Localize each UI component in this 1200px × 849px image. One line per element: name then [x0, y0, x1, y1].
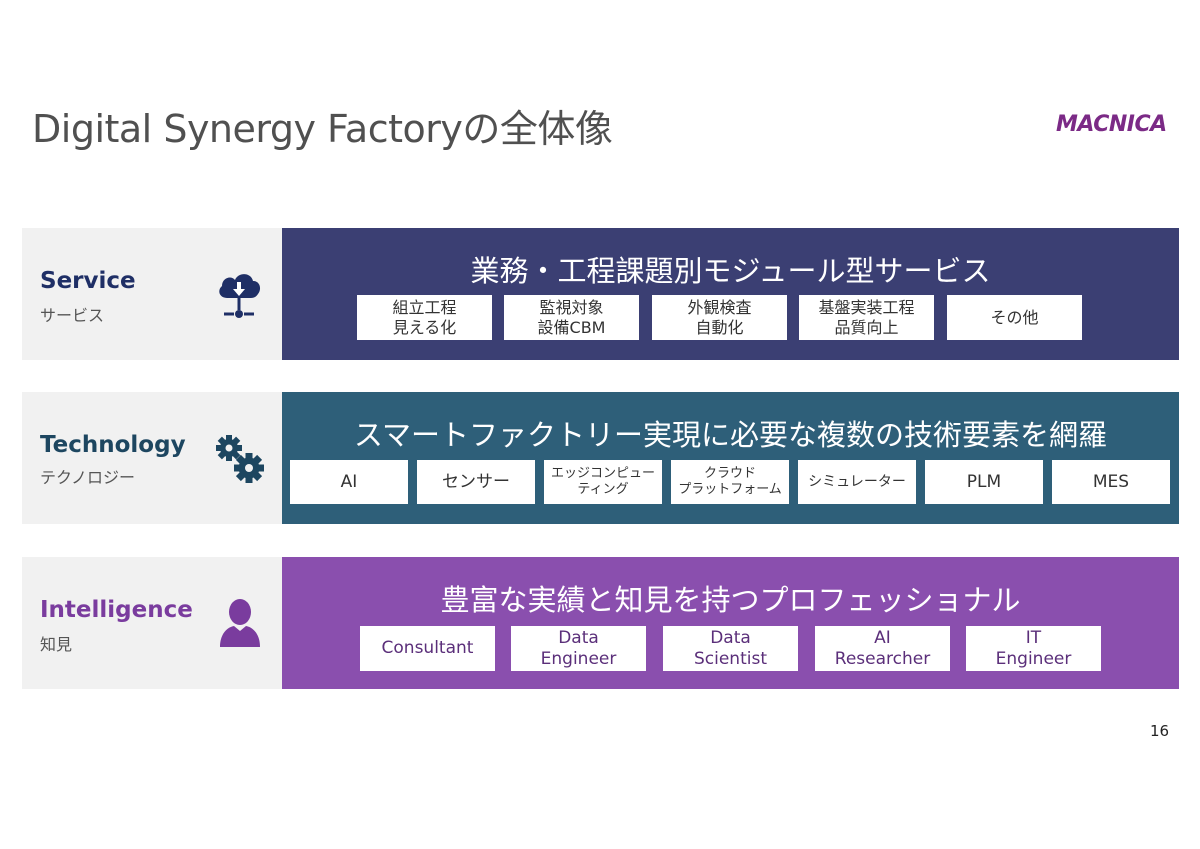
service-name: Service	[40, 268, 136, 294]
person-icon	[220, 599, 260, 647]
intelligence-item: AI Researcher	[815, 626, 950, 671]
technology-item: センサー	[417, 460, 535, 504]
service-item: その他	[947, 295, 1082, 340]
page-title: Digital Synergy Factoryの全体像	[32, 107, 613, 151]
service-sub: サービス	[40, 306, 105, 325]
service-item: 基盤実装工程 品質向上	[799, 295, 934, 340]
intelligence-label-panel: Intelligence 知見	[22, 557, 282, 689]
intelligence-item: Data Scientist	[663, 626, 798, 671]
technology-item: シミュレーター	[798, 460, 916, 504]
intelligence-item: IT Engineer	[966, 626, 1101, 671]
technology-name: Technology	[40, 432, 186, 458]
technology-band: Technology テクノロジー スマートファクトリー実現に必要な複数の技術要	[22, 392, 1179, 524]
technology-item: クラウド プラットフォーム	[671, 460, 789, 504]
service-heading: 業務・工程課題別モジュール型サービス	[470, 254, 991, 288]
macnica-logo: MACNICA	[1056, 112, 1167, 137]
service-item: 外観検査 自動化	[652, 295, 787, 340]
technology-item: エッジコンピュー ティング	[544, 460, 662, 504]
technology-label-panel: Technology テクノロジー	[22, 392, 282, 524]
technology-heading: スマートファクトリー実現に必要な複数の技術要素を網羅	[353, 418, 1108, 452]
intelligence-panel: 豊富な実績と知見を持つプロフェッショナル Consultant Data Eng…	[282, 557, 1179, 689]
service-item: 監視対象 設備CBM	[504, 295, 639, 340]
service-label-panel: Service サービス	[22, 228, 282, 360]
service-item: 組立工程 見える化	[357, 295, 492, 340]
cloud-download-icon	[219, 274, 261, 318]
intelligence-item: Consultant	[360, 626, 495, 671]
technology-item: AI	[290, 460, 408, 504]
gears-icon	[216, 435, 264, 483]
intelligence-sub: 知見	[40, 635, 73, 654]
intelligence-name: Intelligence	[40, 597, 193, 623]
technology-item: PLM	[925, 460, 1043, 504]
service-band: Service サービス 業務・工程課題別モジュール型サービス 組立工程 見える…	[22, 228, 1179, 360]
technology-panel: スマートファクトリー実現に必要な複数の技術要素を網羅 AI センサー エッジコン…	[282, 392, 1179, 524]
intelligence-heading: 豊富な実績と知見を持つプロフェッショナル	[440, 583, 1021, 617]
service-panel: 業務・工程課題別モジュール型サービス 組立工程 見える化 監視対象 設備CBM …	[282, 228, 1179, 360]
intelligence-item: Data Engineer	[511, 626, 646, 671]
technology-sub: テクノロジー	[40, 468, 136, 487]
technology-item: MES	[1052, 460, 1170, 504]
page-number: 16	[1150, 722, 1170, 740]
intelligence-band: Intelligence 知見 豊富な実績と知見を持つプロフェッショナル Con…	[22, 557, 1179, 689]
